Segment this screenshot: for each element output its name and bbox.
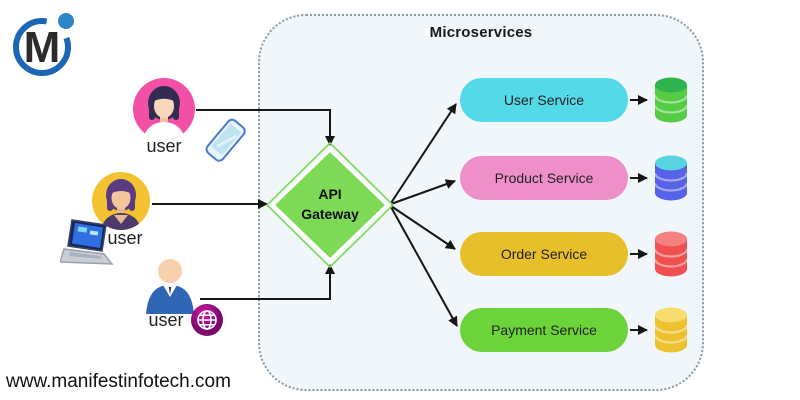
- service-pill-order-label: Order Service: [500, 246, 588, 262]
- user-service-database-icon: [653, 77, 689, 123]
- payment-service-database-icon: [653, 307, 689, 353]
- website-url: www.manifestinfotech.com: [6, 371, 231, 392]
- service-pill-payment-label: Payment Service: [491, 322, 597, 338]
- service-pill-product-label: Product Service: [494, 170, 594, 186]
- user2-avatar: [92, 172, 150, 230]
- globe-icon: [191, 304, 223, 336]
- service-pill-product: Product Service: [460, 156, 628, 200]
- api-gateway-line1: API: [318, 186, 342, 202]
- product-service-database-icon: [653, 155, 689, 201]
- service-pill-order: Order Service: [460, 232, 628, 276]
- user3-label: user: [148, 310, 184, 330]
- user3-avatar: [146, 259, 194, 314]
- laptop-icon: [60, 219, 114, 265]
- service-pill-user: User Service: [460, 78, 628, 122]
- api-gateway-line2: Gateway: [301, 206, 359, 223]
- user1-avatar: [133, 78, 195, 140]
- user1-label: user: [146, 136, 182, 156]
- logo-ring: [13, 18, 71, 76]
- user2-label: user: [107, 228, 143, 248]
- api-gateway-diamond: [266, 142, 394, 268]
- service-pill-user-label: User Service: [503, 92, 585, 108]
- logo-letter: M: [24, 23, 61, 72]
- logo-dot: [58, 13, 74, 29]
- microservices-title: Microservices: [429, 24, 533, 41]
- service-pill-payment: Payment Service: [460, 308, 628, 352]
- order-service-database-icon: [653, 231, 689, 277]
- api-gateway-label: API Gateway: [280, 184, 380, 225]
- manifest-logo: M: [13, 13, 74, 76]
- smartphone-icon: [205, 118, 246, 162]
